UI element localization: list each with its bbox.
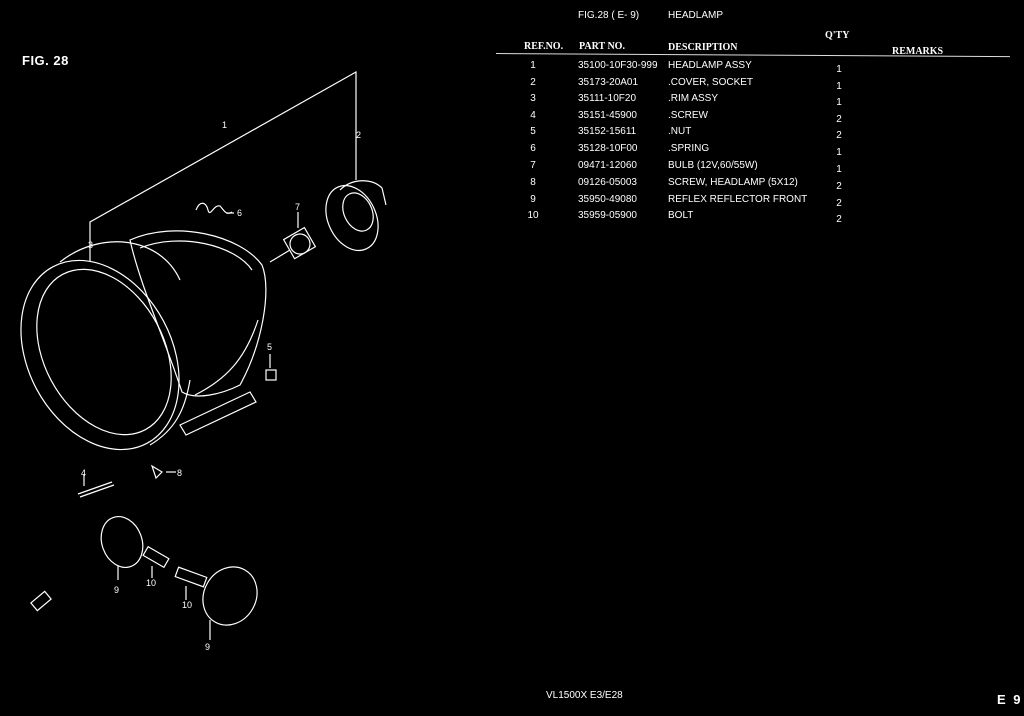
row-description: .SPRING xyxy=(668,143,710,154)
column-header-part: PART NO. xyxy=(579,41,625,52)
row-ref: 6 xyxy=(530,143,536,154)
row-description: .SCREW xyxy=(668,110,708,121)
row-part-no: 35173-20A01 xyxy=(578,77,639,88)
row-ref: 1 xyxy=(530,60,536,71)
table-row: 3 35111-10F20 .RIM ASSY 1 xyxy=(0,93,1024,109)
row-description: BOLT xyxy=(668,210,694,221)
table-row: 1 35100-10F30-999 HEADLAMP ASSY 1 xyxy=(0,60,1024,76)
row-part-no: 09471-12060 xyxy=(578,160,637,171)
column-header-description: DESCRIPTION xyxy=(668,42,738,53)
callout-9-lower: 9 xyxy=(205,642,210,652)
callout-4: 4 xyxy=(81,468,86,478)
page-number: E 9 xyxy=(997,692,1023,707)
bolt-10-lower xyxy=(174,566,208,588)
screw-8 xyxy=(150,464,163,480)
row-qty: 2 xyxy=(836,198,842,209)
row-part-no: 35128-10F00 xyxy=(578,143,638,154)
row-qty: 1 xyxy=(836,64,842,75)
table-row: 9 35950-49080 REFLEX REFLECTOR FRONT 2 xyxy=(0,194,1024,210)
table-row: 4 35151-45900 .SCREW 2 xyxy=(0,110,1024,126)
model-footer: VL1500X E3/E28 xyxy=(546,690,623,701)
table-row: 8 09126-05003 SCREW, HEADLAMP (5X12) 2 xyxy=(0,177,1024,193)
row-qty: 2 xyxy=(836,130,842,141)
callout-3: 3 xyxy=(88,240,93,250)
figure-title: HEADLAMP xyxy=(668,10,724,21)
table-row: 10 35959-05900 BOLT 2 xyxy=(0,210,1024,226)
table-row: 5 35152-15611 .NUT 2 xyxy=(0,126,1024,142)
row-qty: 2 xyxy=(836,214,842,225)
leader-line-1 xyxy=(89,70,357,228)
row-ref: 7 xyxy=(530,160,536,171)
row-qty: 1 xyxy=(836,81,842,92)
figure-label: FIG. 28 xyxy=(22,53,69,68)
callout-8: 8 xyxy=(177,468,182,478)
bulb-7 xyxy=(289,233,311,255)
diagram-callouts: 1 2 3 4 5 6 7 8 9 10 10 9 xyxy=(81,120,361,652)
reflector-shell xyxy=(129,230,267,397)
callout-1: 1 xyxy=(222,120,227,130)
row-qty: 1 xyxy=(836,164,842,175)
row-description: HEADLAMP ASSY xyxy=(668,60,752,71)
row-ref: 4 xyxy=(530,110,536,121)
nut-5 xyxy=(265,369,277,381)
headlamp-exploded-diagram: 1 2 3 4 5 6 7 8 9 10 10 9 xyxy=(20,70,387,652)
row-part-no: 35151-45900 xyxy=(578,110,637,121)
rim-outer xyxy=(20,259,180,451)
callout-9-upper: 9 xyxy=(114,585,119,595)
table-row: 6 35128-10F00 .SPRING 1 xyxy=(0,143,1024,159)
row-ref: 2 xyxy=(530,77,536,88)
row-part-no: 35111-10F20 xyxy=(578,93,637,104)
row-ref: 9 xyxy=(530,194,536,205)
row-ref: 8 xyxy=(530,177,536,188)
reflector-9-lower xyxy=(202,566,258,626)
row-description: SCREW, HEADLAMP (5X12) xyxy=(668,177,798,188)
callout-7: 7 xyxy=(295,202,300,212)
row-qty: 1 xyxy=(836,97,842,108)
bolt-10-upper xyxy=(142,545,170,569)
row-qty: 2 xyxy=(836,181,842,192)
row-part-no: 35950-49080 xyxy=(578,194,637,205)
row-qty: 2 xyxy=(836,114,842,125)
row-part-no: 35100-10F30-999 xyxy=(578,60,658,71)
callout-6: 6 xyxy=(237,208,242,218)
row-ref: 10 xyxy=(527,210,539,221)
row-ref: 3 xyxy=(530,93,536,104)
table-row: 7 09471-12060 BULB (12V,60/55W) 1 xyxy=(0,160,1024,176)
table-row: 2 35173-20A01 .COVER, SOCKET 1 xyxy=(0,77,1024,93)
callout-10-lower: 10 xyxy=(182,600,192,610)
callout-2: 2 xyxy=(356,130,361,140)
row-ref: 5 xyxy=(530,126,536,137)
figure-reference: FIG.28 ( E- 9) xyxy=(578,10,640,21)
callout-10-upper: 10 xyxy=(146,578,156,588)
row-part-no: 09126-05003 xyxy=(578,177,637,188)
column-header-qty: Q'TY xyxy=(825,30,850,41)
screw-4 xyxy=(77,481,113,495)
row-qty: 1 xyxy=(836,147,842,158)
row-description: .RIM ASSY xyxy=(668,93,719,104)
front-arrow xyxy=(30,590,52,612)
row-description: .NUT xyxy=(668,126,692,137)
row-description: REFLEX REFLECTOR FRONT xyxy=(668,194,808,205)
reflector-9-upper xyxy=(100,516,144,568)
socket-cover-2 xyxy=(325,184,379,252)
callout-5: 5 xyxy=(267,342,272,352)
row-description: .COVER, SOCKET xyxy=(668,77,754,88)
spring-6 xyxy=(195,202,233,214)
column-header-remarks: REMARKS xyxy=(892,46,944,57)
row-part-no: 35959-05900 xyxy=(578,210,637,221)
column-header-ref: REF.NO. xyxy=(524,41,564,52)
row-part-no: 35152-15611 xyxy=(578,126,637,137)
row-description: BULB (12V,60/55W) xyxy=(668,160,758,171)
